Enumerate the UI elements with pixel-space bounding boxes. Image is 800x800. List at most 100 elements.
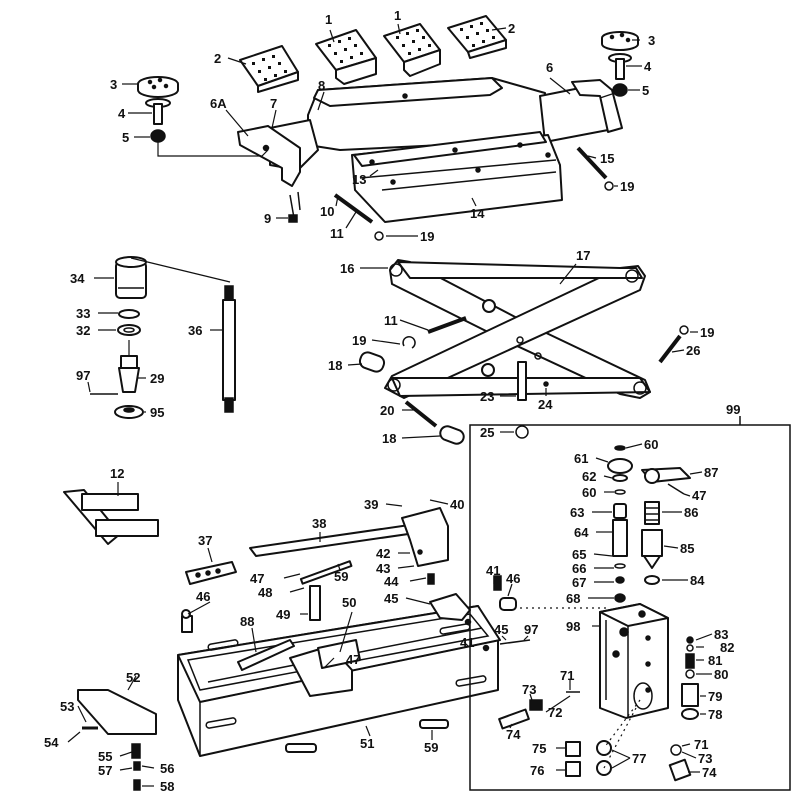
label-47: 47	[250, 571, 264, 586]
label-95: 95	[150, 405, 164, 420]
label-39: 39	[364, 497, 378, 512]
label-58: 58	[160, 779, 174, 794]
end-bracket-left	[237, 125, 301, 187]
label-47: 47	[692, 488, 706, 503]
label-41: 41	[460, 635, 474, 650]
mounting-strip	[353, 131, 547, 167]
label-65: 65	[572, 547, 586, 562]
label-80: 80	[714, 667, 728, 682]
label-60: 60	[582, 485, 596, 500]
label-68: 68	[566, 591, 580, 606]
label-82: 82	[720, 640, 734, 655]
label-79: 79	[708, 689, 722, 704]
label-41: 41	[486, 563, 500, 578]
label-14: 14	[470, 206, 485, 221]
pad-1-right	[383, 23, 441, 77]
pad-2-right	[447, 15, 507, 59]
pump-assembly	[469, 416, 791, 791]
label-18: 18	[382, 431, 396, 446]
label-81: 81	[708, 653, 722, 668]
label-99: 99	[726, 402, 740, 417]
label-1: 1	[325, 12, 332, 27]
label-32: 32	[76, 323, 90, 338]
leader-lines	[67, 23, 713, 787]
scissor-assembly	[358, 259, 689, 445]
label-57: 57	[98, 763, 112, 778]
label-49: 49	[276, 607, 290, 622]
part-labels: 1 1 2 2 3 3 4 4 5 5 6 6A 7 8 9 10 11 13 …	[44, 8, 740, 794]
label-66: 66	[572, 561, 586, 576]
label-61: 61	[574, 451, 588, 466]
label-64: 64	[574, 525, 589, 540]
label-12: 12	[110, 466, 124, 481]
label-75: 75	[532, 741, 546, 756]
label-74: 74	[702, 765, 717, 780]
pump-group-box	[469, 424, 791, 791]
label-5: 5	[642, 83, 649, 98]
label-62: 62	[582, 469, 596, 484]
label-78: 78	[708, 707, 722, 722]
label-97: 97	[76, 368, 90, 383]
grip-pads	[239, 15, 507, 93]
label-45: 45	[384, 591, 398, 606]
label-42: 42	[376, 546, 390, 561]
label-97: 97	[524, 622, 538, 637]
label-48: 48	[258, 585, 272, 600]
label-19: 19	[700, 325, 714, 340]
label-19: 19	[352, 333, 366, 348]
label-8: 8	[318, 78, 325, 93]
label-25: 25	[480, 425, 494, 440]
label-63: 63	[570, 505, 584, 520]
label-18: 18	[328, 358, 342, 373]
label-20: 20	[380, 403, 394, 418]
label-5: 5	[122, 130, 129, 145]
label-84: 84	[690, 573, 705, 588]
label-85: 85	[680, 541, 694, 556]
label-55: 55	[98, 749, 112, 764]
label-59: 59	[424, 740, 438, 755]
label-53: 53	[60, 699, 74, 714]
label-40: 40	[450, 497, 464, 512]
label-60: 60	[644, 437, 658, 452]
label-44: 44	[384, 574, 399, 589]
label-2: 2	[214, 51, 221, 66]
label-77: 77	[632, 751, 646, 766]
pad-2-left	[239, 45, 299, 93]
label-43: 43	[376, 561, 390, 576]
label-76: 76	[530, 763, 544, 778]
beam-assembly	[237, 77, 623, 241]
label-45: 45	[494, 622, 508, 637]
scissor-arm-back	[397, 261, 643, 279]
label-74: 74	[506, 727, 521, 742]
label-11: 11	[384, 313, 398, 328]
label-73: 73	[522, 682, 536, 697]
label-52: 52	[126, 670, 140, 685]
label-16: 16	[340, 261, 354, 276]
label-33: 33	[76, 306, 90, 321]
label-83: 83	[714, 627, 728, 642]
rubber-pad-right	[599, 31, 639, 99]
label-9: 9	[264, 211, 271, 226]
label-50: 50	[342, 595, 356, 610]
label-3: 3	[110, 77, 117, 92]
label-71: 71	[694, 737, 708, 752]
label-19: 19	[620, 179, 634, 194]
label-23: 23	[480, 389, 494, 404]
label-17: 17	[576, 248, 590, 263]
label-29: 29	[150, 371, 164, 386]
label-26: 26	[686, 343, 700, 358]
label-86: 86	[684, 505, 698, 520]
end-bracket-right	[571, 79, 623, 133]
label-19: 19	[420, 229, 434, 244]
label-24: 24	[538, 397, 553, 412]
label-72: 72	[548, 705, 562, 720]
label-11: 11	[330, 226, 344, 241]
label-36: 36	[188, 323, 202, 338]
label-46: 46	[506, 571, 520, 586]
label-4: 4	[118, 106, 126, 121]
label-46: 46	[196, 589, 210, 604]
label-1: 1	[394, 8, 401, 23]
label-98: 98	[566, 619, 580, 634]
label-37: 37	[198, 533, 212, 548]
